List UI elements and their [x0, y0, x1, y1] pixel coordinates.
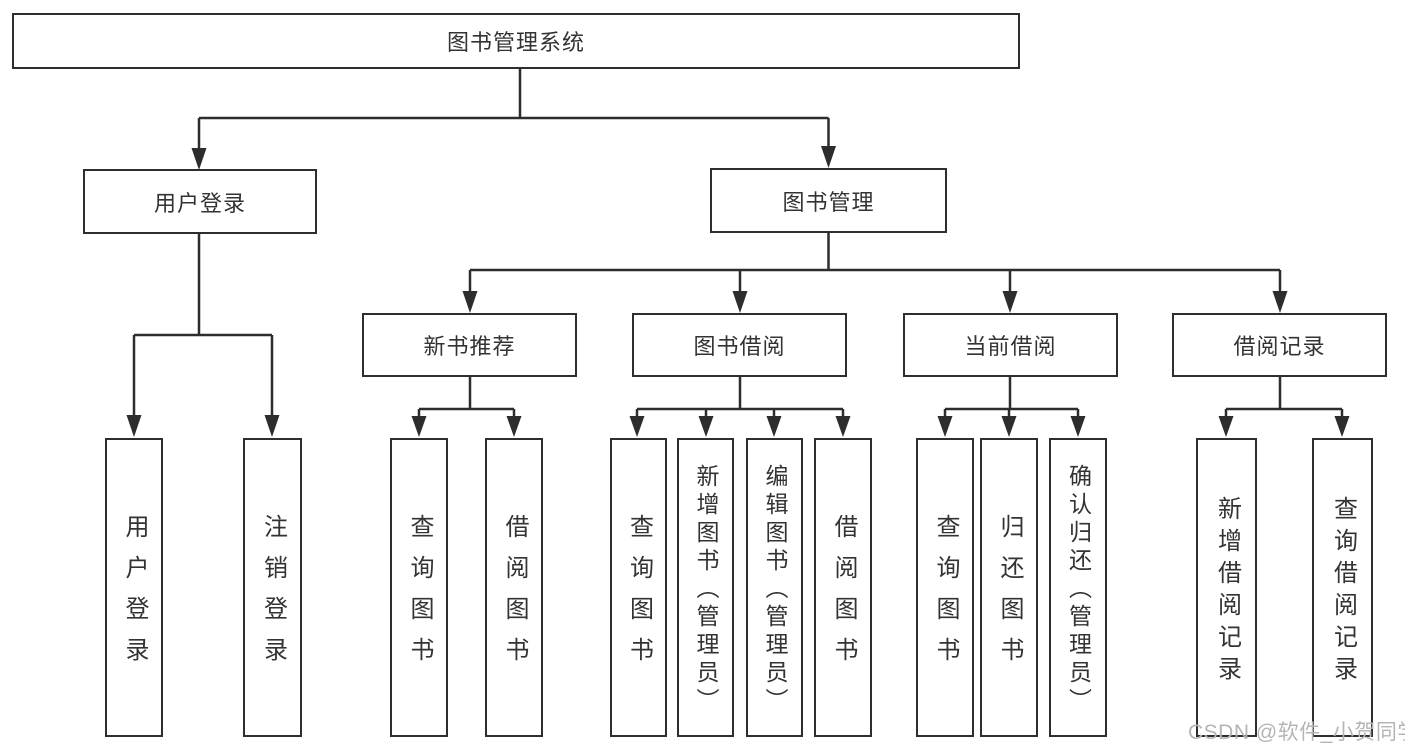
node-user-login-branch: 用户登录 [83, 169, 317, 234]
leaf-query-books-recommend-label: 查询图书 [406, 514, 433, 678]
leaf-edit-book-admin: 编辑图书（管理员） [746, 438, 803, 737]
leaf-query-books-borrowing-label: 查询图书 [625, 514, 653, 678]
connector-user-login-branch [132, 234, 274, 417]
node-book-borrowing: 图书借阅 [632, 313, 847, 377]
leaf-return-books-label: 归还图书 [996, 514, 1023, 678]
leaf-query-books-recommend: 查询图书 [390, 438, 448, 737]
connector-book-mgmt-to-level3 [468, 233, 1282, 293]
leaf-query-books-current: 查询图书 [916, 438, 974, 737]
node-borrowing-records: 借阅记录 [1172, 313, 1387, 377]
node-current-borrowing: 当前借阅 [903, 313, 1118, 377]
leaf-add-borrow-record-label: 新增借阅记录 [1213, 495, 1241, 688]
node-new-book-recommend-label: 新书推荐 [423, 334, 516, 359]
node-library-system: 图书管理系统 [12, 13, 1020, 69]
node-library-system-label: 图书管理系统 [446, 30, 585, 55]
node-new-book-recommend: 新书推荐 [362, 313, 577, 377]
connector-borrowing-records [1224, 377, 1344, 418]
leaf-borrow-books-recommend: 借阅图书 [485, 438, 543, 737]
leaf-add-book-admin: 新增图书（管理员） [677, 438, 734, 737]
node-borrowing-records-label: 借阅记录 [1233, 334, 1326, 359]
leaf-edit-book-admin-label: 编辑图书（管理员） [762, 464, 788, 716]
leaf-user-login-label: 用户登录 [121, 514, 148, 678]
leaf-borrow-books-borrowing: 借阅图书 [814, 438, 872, 737]
leaf-user-login: 用户登录 [105, 438, 163, 737]
leaf-add-borrow-record: 新增借阅记录 [1196, 438, 1257, 737]
leaf-borrow-books-recommend-label: 借阅图书 [501, 514, 528, 678]
leaf-query-books-current-label: 查询图书 [932, 514, 959, 678]
connector-book-borrowing [635, 377, 845, 418]
leaf-return-books: 归还图书 [980, 438, 1038, 737]
leaf-query-books-borrowing: 查询图书 [610, 438, 667, 737]
connector-new-book-recommend [417, 377, 516, 418]
node-book-management-label: 图书管理 [782, 189, 875, 215]
leaf-logout: 注销登录 [243, 438, 302, 737]
node-user-login-branch-label: 用户登录 [153, 190, 246, 216]
leaf-borrow-books-borrowing-label: 借阅图书 [830, 514, 857, 678]
leaf-confirm-return-admin-label: 确认归还（管理员） [1065, 464, 1092, 716]
leaf-add-book-admin-label: 新增图书（管理员） [693, 464, 719, 716]
node-current-borrowing-label: 当前借阅 [964, 334, 1057, 359]
arrowhead-icons [126, 146, 1350, 437]
leaf-query-borrow-record-label: 查询借阅记录 [1329, 495, 1357, 688]
connector-root-to-level2 [197, 69, 830, 150]
leaf-query-borrow-record: 查询借阅记录 [1312, 438, 1373, 737]
leaf-confirm-return-admin: 确认归还（管理员） [1049, 438, 1107, 737]
node-book-borrowing-label: 图书借阅 [693, 334, 786, 359]
node-book-management: 图书管理 [710, 168, 947, 233]
csdn-watermark: CSDN @软件_小贺同学 [1188, 721, 1405, 744]
connector-current-borrowing [943, 377, 1080, 418]
leaf-logout-label: 注销登录 [259, 514, 287, 678]
